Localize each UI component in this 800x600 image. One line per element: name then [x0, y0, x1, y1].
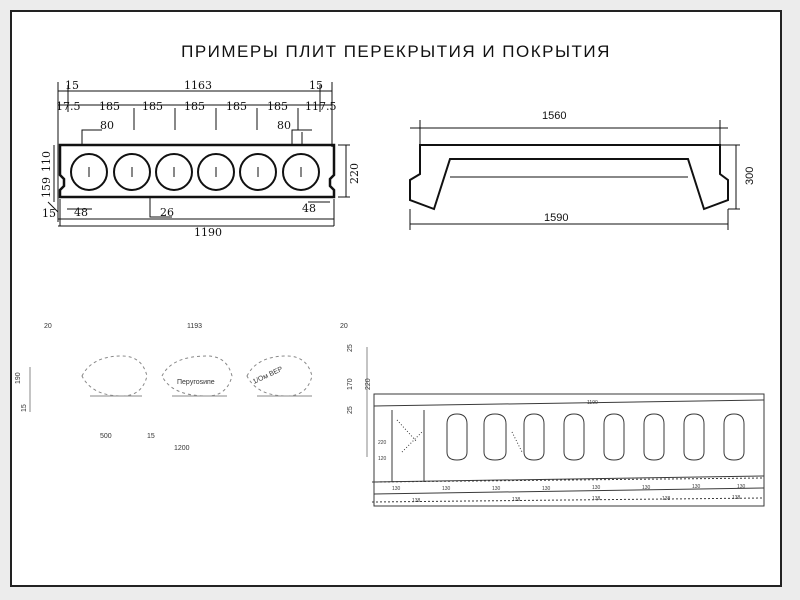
fig1-dim-1163: 1163: [184, 79, 212, 92]
fig1-dim-220: 220: [348, 163, 361, 184]
fig1-dim-185-5: 185: [267, 100, 288, 113]
fig1-dim-117-5: 117.5: [305, 100, 337, 113]
fig3-void-label-2: 1/Ом ВЕР: [252, 366, 284, 386]
fig4-row1-1: 130: [442, 486, 451, 492]
fig4-row2-0: 138: [412, 498, 421, 504]
fig3-void-label: Пеpyгоsипе: [177, 379, 215, 386]
fig1-dim-185-2: 185: [142, 100, 163, 113]
fig1-dim-17-5: 17.5: [56, 100, 81, 113]
fig3-dim-25b: 25: [347, 406, 354, 414]
fig1-dim-110: 110: [40, 151, 53, 172]
fig1-dim-48-left: 48: [74, 206, 88, 219]
fig2-dim-1590: 1590: [544, 212, 568, 224]
fig1-dim-48-right: 48: [302, 202, 316, 215]
fig3-dim-15-bottom: 15: [147, 433, 155, 440]
fig1-dim-15-left: 15: [65, 79, 79, 92]
fig4-row1-3: 130: [542, 486, 551, 492]
fig4-dim-120: 120: [378, 456, 387, 462]
fig4-row1-4: 130: [592, 485, 601, 491]
fig1-dim-15-right: 15: [309, 79, 323, 92]
fig4-row2-4: 138: [732, 495, 741, 501]
fig4-row1-6: 130: [692, 484, 701, 490]
fig4-row1-0: 130: [392, 486, 401, 492]
fig3-dim-20-left: 20: [44, 323, 52, 330]
figure-hollow-core-section: 15 1163 15 17.5 185 185 185 185 185 117.…: [15, 79, 765, 507]
fig1-dim-80-left: 80: [100, 119, 114, 132]
fig2-dim-1560: 1560: [542, 110, 566, 122]
fig1-dim-80-right: 80: [277, 119, 291, 132]
fig4-row2-1: 138: [512, 497, 521, 503]
fig3-dim-1200: 1200: [174, 445, 190, 452]
slide: ПРИМЕРЫ ПЛИТ ПЕРЕКРЫТИЯ И ПОКРЫТИЯ: [10, 10, 782, 587]
fig3-dim-190: 190: [15, 372, 22, 384]
fig4-row2-3: 138: [662, 496, 671, 502]
fig1-dim-185-4: 185: [226, 100, 247, 113]
fig1-dim-185-1: 185: [99, 100, 120, 113]
fig3-dim-15: 15: [21, 404, 28, 412]
fig3-dim-170: 170: [347, 378, 354, 390]
fig4-row2-2: 138: [592, 496, 601, 502]
fig4-row1-5: 130: [642, 485, 651, 491]
fig3-dim-25a: 25: [347, 344, 354, 352]
fig3-dim-1193: 1193: [187, 323, 202, 330]
fig1-dim-15-small: 15: [42, 207, 56, 220]
fig4-row1-7: 130: [737, 484, 746, 490]
fig4-dim-220: 220: [378, 440, 387, 446]
fig1-dim-1190: 1190: [194, 226, 222, 239]
fig3-dim-20-right: 20: [340, 323, 348, 330]
fig3-dim-220: 220: [365, 378, 372, 390]
fig4-dim-1190: 1190: [587, 400, 598, 406]
fig1-dim-185-3: 185: [184, 100, 205, 113]
fig1-dim-159: 159: [40, 177, 53, 198]
fig2-dim-300: 300: [744, 167, 756, 185]
fig3-dim-500: 500: [100, 433, 112, 440]
fig4-row1-2: 130: [492, 486, 501, 492]
slide-title: ПРИМЕРЫ ПЛИТ ПЕРЕКРЫТИЯ И ПОКРЫТИЯ: [181, 42, 611, 61]
fig1-dim-26: 26: [160, 206, 174, 219]
